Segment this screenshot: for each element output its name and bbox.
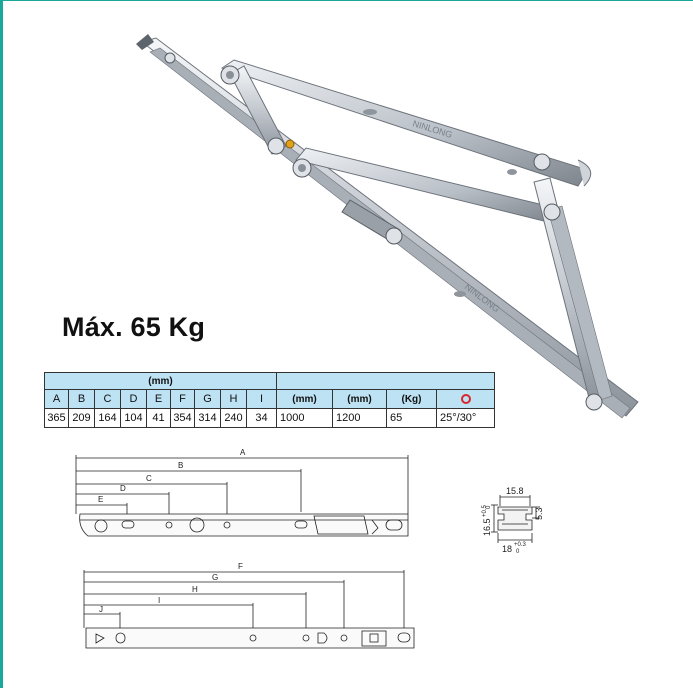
- val-f: 354: [170, 408, 195, 428]
- dim-label-h: H: [192, 585, 198, 594]
- hinge-illustration: NINLONG NINLONG: [136, 34, 639, 419]
- section-view: [491, 495, 540, 543]
- section-height-right: 5.3: [534, 507, 544, 520]
- dim-label-j: J: [99, 605, 103, 614]
- blank-header: [276, 372, 495, 390]
- vertical-strut: [533, 177, 613, 403]
- col-h: H: [220, 389, 247, 409]
- section-width-bottom-tol: +0.3: [514, 542, 527, 548]
- col-height-mm: (mm): [332, 389, 387, 409]
- rivets: [164, 52, 603, 411]
- val-d: 104: [120, 408, 147, 428]
- val-g: 314: [194, 408, 221, 428]
- section-width-top: 15.8: [506, 486, 524, 496]
- spec-table: (mm) A B C D E F G H I (mm) (mm) (Kg) 36…: [44, 372, 495, 428]
- section-height-left: 16.5: [482, 518, 492, 536]
- val-h: 240: [220, 408, 247, 428]
- section-width-bottom-tol-low: 0: [516, 549, 520, 555]
- val-load: 65: [386, 408, 437, 428]
- col-a: A: [44, 389, 69, 409]
- upper-arm: [220, 59, 592, 187]
- col-angle: [436, 389, 495, 409]
- col-i: I: [246, 389, 277, 409]
- dim-label-i: I: [158, 596, 160, 605]
- dim-label-b: B: [178, 461, 183, 470]
- units-header: (mm): [44, 372, 277, 390]
- dim-label-c: C: [146, 474, 152, 483]
- val-angle: 25°/30°: [436, 408, 495, 428]
- val-height: 1200: [332, 408, 387, 428]
- val-i: 34: [246, 408, 277, 428]
- dim-label-a: A: [240, 448, 246, 457]
- degree-circle-icon: [460, 394, 471, 405]
- bottom-profile: [83, 570, 415, 649]
- dim-label-e: E: [98, 495, 103, 504]
- col-d: D: [120, 389, 147, 409]
- top-profile: [75, 455, 409, 537]
- max-load-title: Máx. 65 Kg: [62, 312, 206, 342]
- val-b: 209: [68, 408, 95, 428]
- section-height-left-tol: +0.5: [482, 504, 488, 517]
- dim-label-f: F: [238, 562, 243, 571]
- dim-label-d: D: [120, 484, 126, 493]
- col-load-kg: (Kg): [386, 389, 437, 409]
- section-width-bottom: 18: [502, 544, 512, 554]
- dim-label-g: G: [212, 573, 218, 582]
- section-height-left-tol-low: 0: [486, 505, 492, 509]
